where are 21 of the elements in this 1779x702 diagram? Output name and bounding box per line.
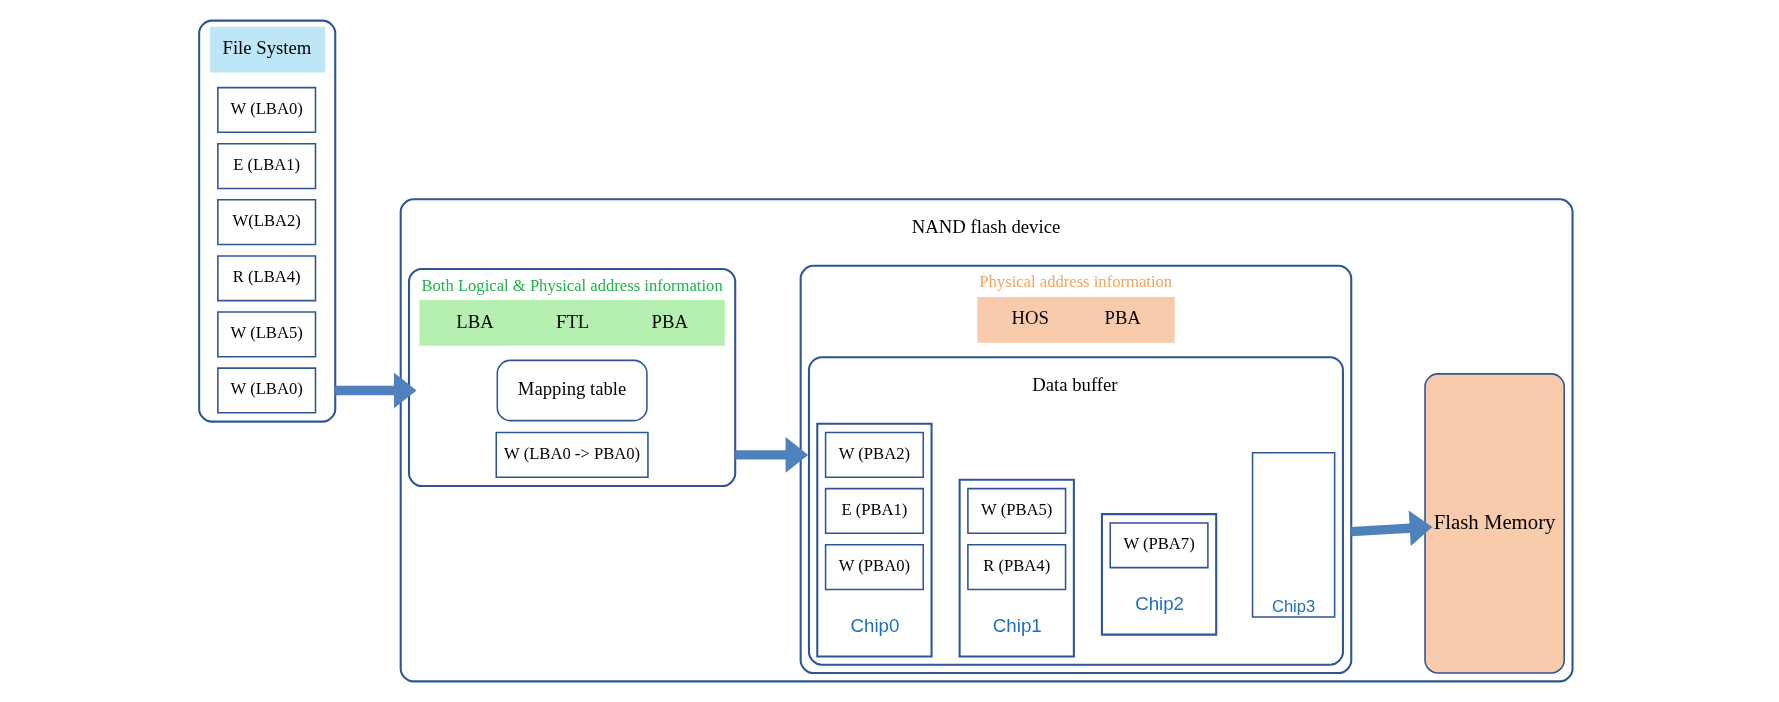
node-box: W (PBA0) [824,543,924,591]
node-box: Flash Memory [1423,373,1565,674]
arrow [734,437,808,473]
node-label: Both Logical & Physical address information [420,275,723,295]
node-box: W(LBA2) [216,199,316,246]
node-box: W (LBA0 -> PBA0) [495,431,649,478]
node-box: R (LBA4) [216,255,316,302]
arrow [1350,510,1432,547]
node-box: R (PBA4) [966,543,1066,591]
node-box: W (LBA5) [216,311,316,358]
node-box: E (PBA1) [824,487,924,535]
arrow [334,372,417,409]
node-box: Chip3 [1251,452,1335,618]
node-box: Mapping table [496,359,648,422]
node-box: W (LBA0) [216,367,316,414]
node-box: W (PBA7) [1108,522,1209,569]
node-box: E (LBA1) [216,142,316,190]
node-box: W (PBA2) [824,431,924,478]
node-box: W (LBA0) [216,86,316,134]
node-label: Physical address information [978,272,1172,292]
node-box: W (PBA5) [966,487,1066,535]
